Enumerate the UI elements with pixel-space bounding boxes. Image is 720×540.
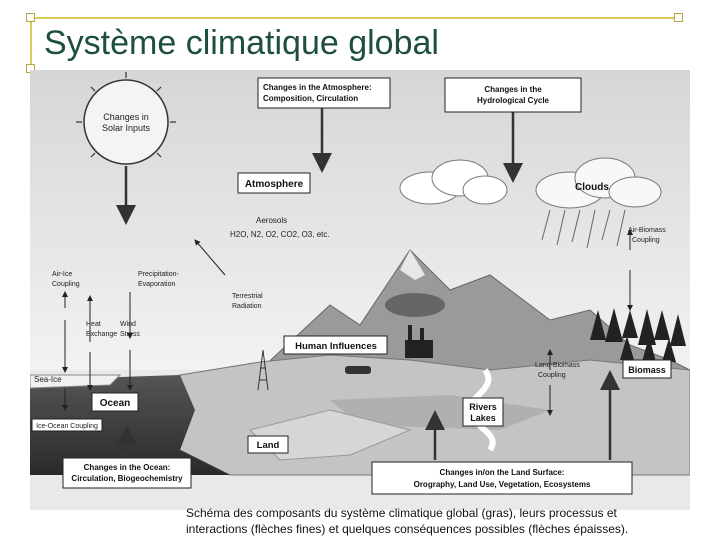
aerosols-label: Aerosols <box>256 216 287 225</box>
solar-label-1: Changes in <box>103 112 149 122</box>
car <box>345 366 371 374</box>
land-biomass-label-2: Coupling <box>538 372 566 379</box>
precip-label-1: Precipitation- <box>138 271 180 278</box>
wind-label-2: Stress <box>120 331 140 338</box>
figure-caption: Schéma des composants du système climati… <box>186 505 706 537</box>
atmosphere-label: Atmosphere <box>245 179 304 190</box>
smoke <box>385 293 445 317</box>
hydro-change-box <box>445 78 581 112</box>
climate-system-figure: Changes in Solar Inputs Changes in the A… <box>30 70 690 510</box>
precip-label-2: Evaporation <box>138 281 175 288</box>
rule-end-square <box>674 13 683 22</box>
wind-label-1: Wind <box>120 321 136 328</box>
clouds-label: Clouds <box>575 182 609 193</box>
human-influences-label: Human Influences <box>295 341 377 352</box>
land-change-label-2: Orography, Land Use, Vegetation, Ecosyst… <box>414 480 591 489</box>
air-ice-label-2: Coupling <box>52 281 80 288</box>
chimney <box>408 325 412 340</box>
hydro-change-label-2: Hydrological Cycle <box>477 96 550 105</box>
ocean-label: Ocean <box>100 398 131 409</box>
ocean-change-label-2: Circulation, Biogeochemistry <box>71 474 183 483</box>
rivers-label: Rivers <box>469 402 497 412</box>
caption-line-2: interactions (flèches fines) et quelques… <box>186 521 706 537</box>
land-change-label-1: Changes in/on the Land Surface: <box>440 468 565 477</box>
land-biomass-label-1: Land-Biomass <box>535 362 580 369</box>
heat-label-2: Exchange <box>86 331 117 338</box>
slide-title: Système climatique global <box>44 24 439 63</box>
atmosphere-change-label-1: Changes in the Atmosphere: <box>263 83 372 92</box>
sun-icon <box>76 72 176 172</box>
rule-corner-square <box>26 13 35 22</box>
biomass-label: Biomass <box>628 365 666 375</box>
chimney-2 <box>420 328 424 340</box>
sea-ice-label: Sea-Ice <box>34 375 62 384</box>
land-change-box <box>372 462 632 494</box>
air-biomass-label-1: Air-Biomass <box>628 227 666 234</box>
lakes-label: Lakes <box>470 413 496 423</box>
air-ice-label-1: Air-Ice <box>52 271 72 278</box>
heat-label-1: Heat <box>86 321 101 328</box>
hydro-change-label-1: Changes in the <box>484 85 542 94</box>
title-left-rule <box>30 18 32 68</box>
terrestrial-label-1: Terrestrial <box>232 293 263 300</box>
title-top-rule <box>30 17 678 19</box>
ice-ocean-label: Ice-Ocean Coupling <box>36 423 98 430</box>
solar-label-2: Solar Inputs <box>102 123 151 133</box>
caption-line-1: Schéma des composants du système climati… <box>186 505 706 521</box>
factory <box>405 340 433 358</box>
terrestrial-label-2: Radiation <box>232 303 262 310</box>
gases-label: H2O, N2, O2, CO2, O3, etc. <box>230 230 330 239</box>
land-label: Land <box>257 440 280 451</box>
atmosphere-change-label-2: Composition, Circulation <box>263 94 358 103</box>
ocean-change-label-1: Changes in the Ocean: <box>84 463 171 472</box>
air-biomass-label-2: Coupling <box>632 237 660 244</box>
